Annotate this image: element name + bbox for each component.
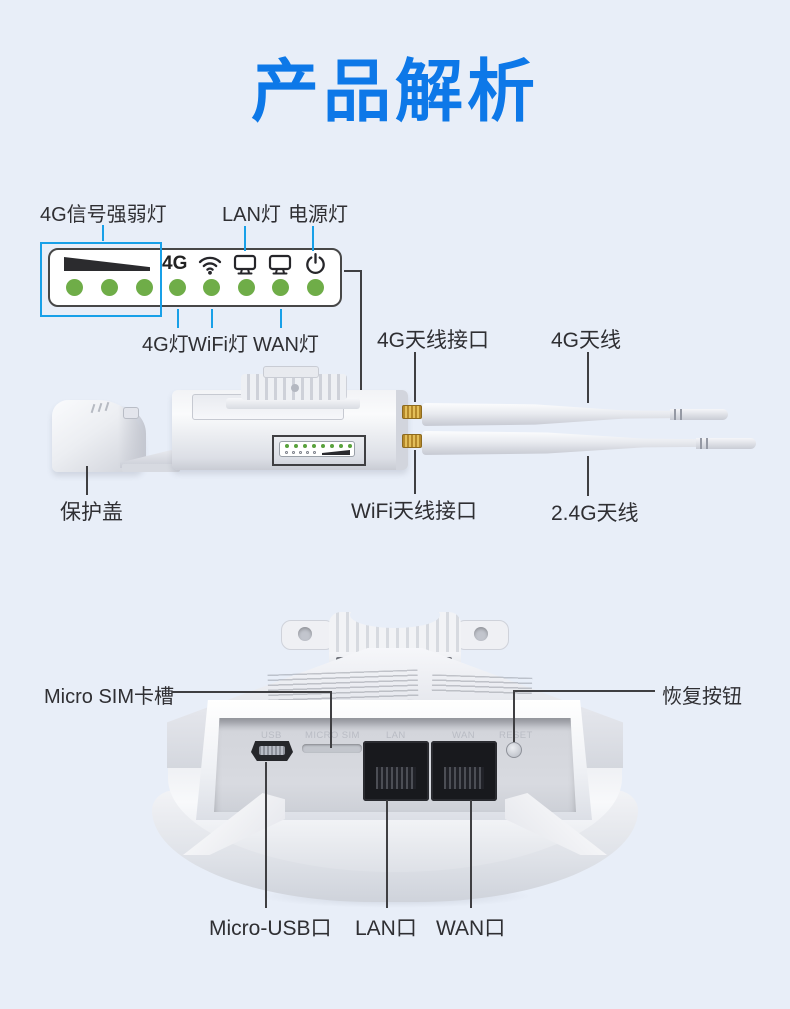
- label-4g-led: 4G灯: [142, 334, 189, 356]
- led-dot: [238, 279, 255, 296]
- label-4g-antenna: 4G天线: [551, 329, 622, 352]
- mini-led: [312, 444, 316, 448]
- wan-monitor-icon: [268, 254, 292, 276]
- router-body-endcap: [396, 390, 408, 470]
- label-sim-slot: Micro SIM卡槽: [44, 686, 174, 708]
- mini-led: [348, 444, 352, 448]
- mini-led: [321, 444, 325, 448]
- callout-line: [414, 352, 416, 402]
- label-sticker: [267, 669, 419, 705]
- callout-line: [386, 800, 388, 908]
- bracket-arc-notch: [350, 602, 440, 628]
- mini-signal-wedge-icon: [322, 450, 350, 455]
- lan-monitor-icon: [233, 254, 257, 276]
- callout-line: [312, 226, 314, 251]
- engraved-wan-label: WAN: [452, 730, 476, 741]
- led-dot: [169, 279, 186, 296]
- led-dot: [272, 279, 289, 296]
- led-dot: [136, 279, 153, 296]
- callout-line: [102, 225, 104, 241]
- label-lan-port: LAN口: [355, 917, 417, 940]
- power-icon: [304, 252, 327, 275]
- callout-line: [244, 226, 246, 251]
- label-wan-port: WAN口: [436, 917, 506, 940]
- callout-line: [172, 691, 332, 693]
- callout-line: [86, 466, 88, 495]
- mini-icon: [292, 451, 295, 454]
- antenna-4g: [422, 403, 728, 426]
- signal-leds-callout-box: [40, 242, 162, 317]
- mount-bracket-screw: [291, 384, 299, 392]
- callout-line: [587, 456, 589, 496]
- micro-usb-port: [259, 746, 285, 755]
- mini-icon: [313, 451, 316, 454]
- callout-line: [587, 352, 589, 403]
- wifi-icon: [197, 253, 223, 276]
- sma-connector-wifi: [402, 434, 422, 448]
- cover-latch-rail: [122, 464, 180, 472]
- mini-led: [285, 444, 289, 448]
- label-power-led: 电源灯: [288, 204, 348, 226]
- mini-icon: [306, 451, 309, 454]
- mini-icon: [285, 451, 288, 454]
- callout-line: [414, 450, 416, 494]
- sma-connector-4g: [402, 405, 422, 419]
- callout-line: [330, 691, 332, 748]
- callout-line: [360, 270, 362, 437]
- led-strip-callout-box: [272, 435, 366, 466]
- bracket-hole-right: [474, 627, 488, 641]
- reset-button: [506, 742, 522, 758]
- bracket-hole-left: [298, 627, 312, 641]
- led-dot: [307, 279, 324, 296]
- antenna-24g: [422, 431, 756, 455]
- label-24g-antenna: 2.4G天线: [551, 502, 639, 525]
- mount-bracket-plate: [226, 398, 360, 409]
- led-dot: [203, 279, 220, 296]
- led-dot: [66, 279, 83, 296]
- mount-bracket-tab: [263, 366, 319, 378]
- callout-line: [265, 762, 267, 908]
- mini-icon: [299, 451, 302, 454]
- label-wifi-antenna-port: WiFi天线接口: [351, 500, 477, 523]
- callout-line: [344, 270, 362, 272]
- label-reset-button: 恢复按钮: [662, 686, 742, 708]
- led-panel-diagram: [48, 248, 342, 307]
- label-protective-cover: 保护盖: [60, 501, 123, 524]
- lan-port-pins: [376, 767, 416, 789]
- callout-line: [177, 309, 179, 328]
- callout-line: [470, 800, 472, 908]
- engraved-micro-sim-label: MICRO SIM: [305, 730, 360, 741]
- label-4g-antenna-port: 4G天线接口: [377, 329, 490, 352]
- mini-led: [339, 444, 343, 448]
- label-4g-signal-leds: 4G信号强弱灯: [40, 204, 167, 226]
- mini-led: [330, 444, 334, 448]
- indicator-4g-text: 4G: [162, 253, 188, 274]
- page-title: 产品解析: [250, 54, 539, 130]
- engraved-usb-label: USB: [261, 730, 282, 741]
- sim-slot: [302, 744, 362, 753]
- led-dot: [101, 279, 118, 296]
- mini-led: [294, 444, 298, 448]
- label-sticker: [431, 674, 533, 696]
- callout-line: [211, 309, 213, 328]
- label-lan-led: LAN灯: [222, 204, 281, 226]
- label-wan-led: WAN灯: [253, 334, 319, 356]
- engraved-lan-label: LAN: [386, 730, 406, 741]
- callout-line: [513, 690, 655, 692]
- callout-line: [513, 690, 515, 742]
- label-micro-usb-port: Micro-USB口: [209, 917, 332, 940]
- wan-port-pins: [444, 767, 484, 789]
- callout-line: [280, 309, 282, 328]
- cover-hook: [123, 407, 139, 419]
- label-wifi-led: WiFi灯: [188, 334, 248, 356]
- engraved-reset-label: RESET: [499, 730, 533, 741]
- mini-led: [303, 444, 307, 448]
